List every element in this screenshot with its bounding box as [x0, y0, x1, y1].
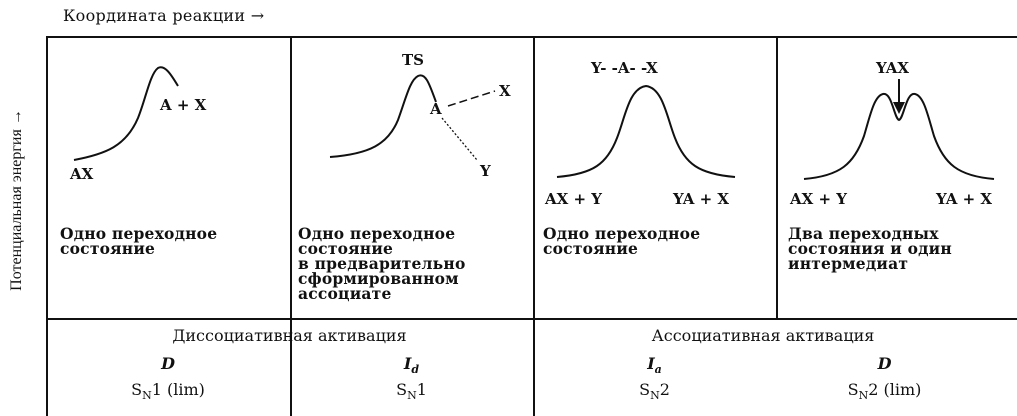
- label-products: A + X: [159, 96, 207, 114]
- dissociative-activation-label: Диссоциативная активация: [172, 326, 407, 345]
- label-intermediate: YAX: [875, 59, 909, 77]
- energy-curve-2: TS A X Y: [329, 51, 511, 180]
- label-reactants: AX + Y: [789, 190, 847, 208]
- energy-curve-4: YAX AX + Y YA + X: [789, 59, 995, 208]
- sn-label: SN2: [639, 380, 670, 403]
- mechanism-symbol: D: [161, 354, 175, 373]
- row-divider: [46, 318, 1017, 320]
- energy-curve-1: A + X AX: [69, 66, 207, 183]
- diagram-table: A + X AX Одно переходное состояние TS A …: [46, 36, 1017, 416]
- label-a: A: [429, 100, 442, 118]
- label-transition-state: Y- -A- -X: [590, 59, 658, 77]
- sn-label: SN1: [396, 380, 427, 403]
- label-reactant: AX: [69, 165, 94, 183]
- y-axis-title: Потенциальная энергия →: [8, 109, 25, 291]
- label-transition-state: TS: [402, 51, 424, 69]
- column-divider-3: [776, 36, 778, 318]
- sn-label: SN2 (lim): [847, 380, 922, 403]
- panel-description: Одно переходное состояние в предваритель…: [298, 224, 466, 303]
- mechanism-symbol: D: [877, 354, 892, 373]
- x-axis-title: Координата реакции →: [63, 6, 265, 25]
- associative-activation-label: Ассоциативная активация: [651, 326, 875, 345]
- panel-description: Два переходных состояния и один интермед…: [788, 224, 952, 273]
- label-y: Y: [479, 162, 491, 180]
- label-x: X: [499, 82, 511, 100]
- panel-associative-ia: Y- -A- -X AX + Y YA + X Одно переходное …: [533, 36, 776, 318]
- panel-description: Одно переходное состояние: [60, 224, 218, 258]
- left-border: [46, 36, 48, 416]
- top-border: [46, 36, 1017, 38]
- sn-label: SN1 (lim): [131, 380, 205, 403]
- label-reactants: AX + Y: [544, 190, 602, 208]
- panel-associative-d: YAX AX + Y YA + X Два переходных состоян…: [776, 36, 1017, 318]
- panel-description: Одно переходное состояние: [543, 224, 701, 258]
- label-products: YA + X: [935, 190, 992, 208]
- mechanism-symbol: Ia: [647, 354, 662, 377]
- column-divider-2: [533, 36, 535, 416]
- mechanism-symbol: Id: [403, 354, 420, 377]
- panel-dissociative-id: TS A X Y Одно переходное состояние в пре…: [290, 36, 533, 318]
- energy-curve-3: Y- -A- -X AX + Y YA + X: [544, 59, 736, 208]
- label-products: YA + X: [672, 190, 729, 208]
- panel-dissociative-d: A + X AX Одно переходное состояние: [46, 36, 290, 318]
- column-divider-1: [290, 36, 292, 416]
